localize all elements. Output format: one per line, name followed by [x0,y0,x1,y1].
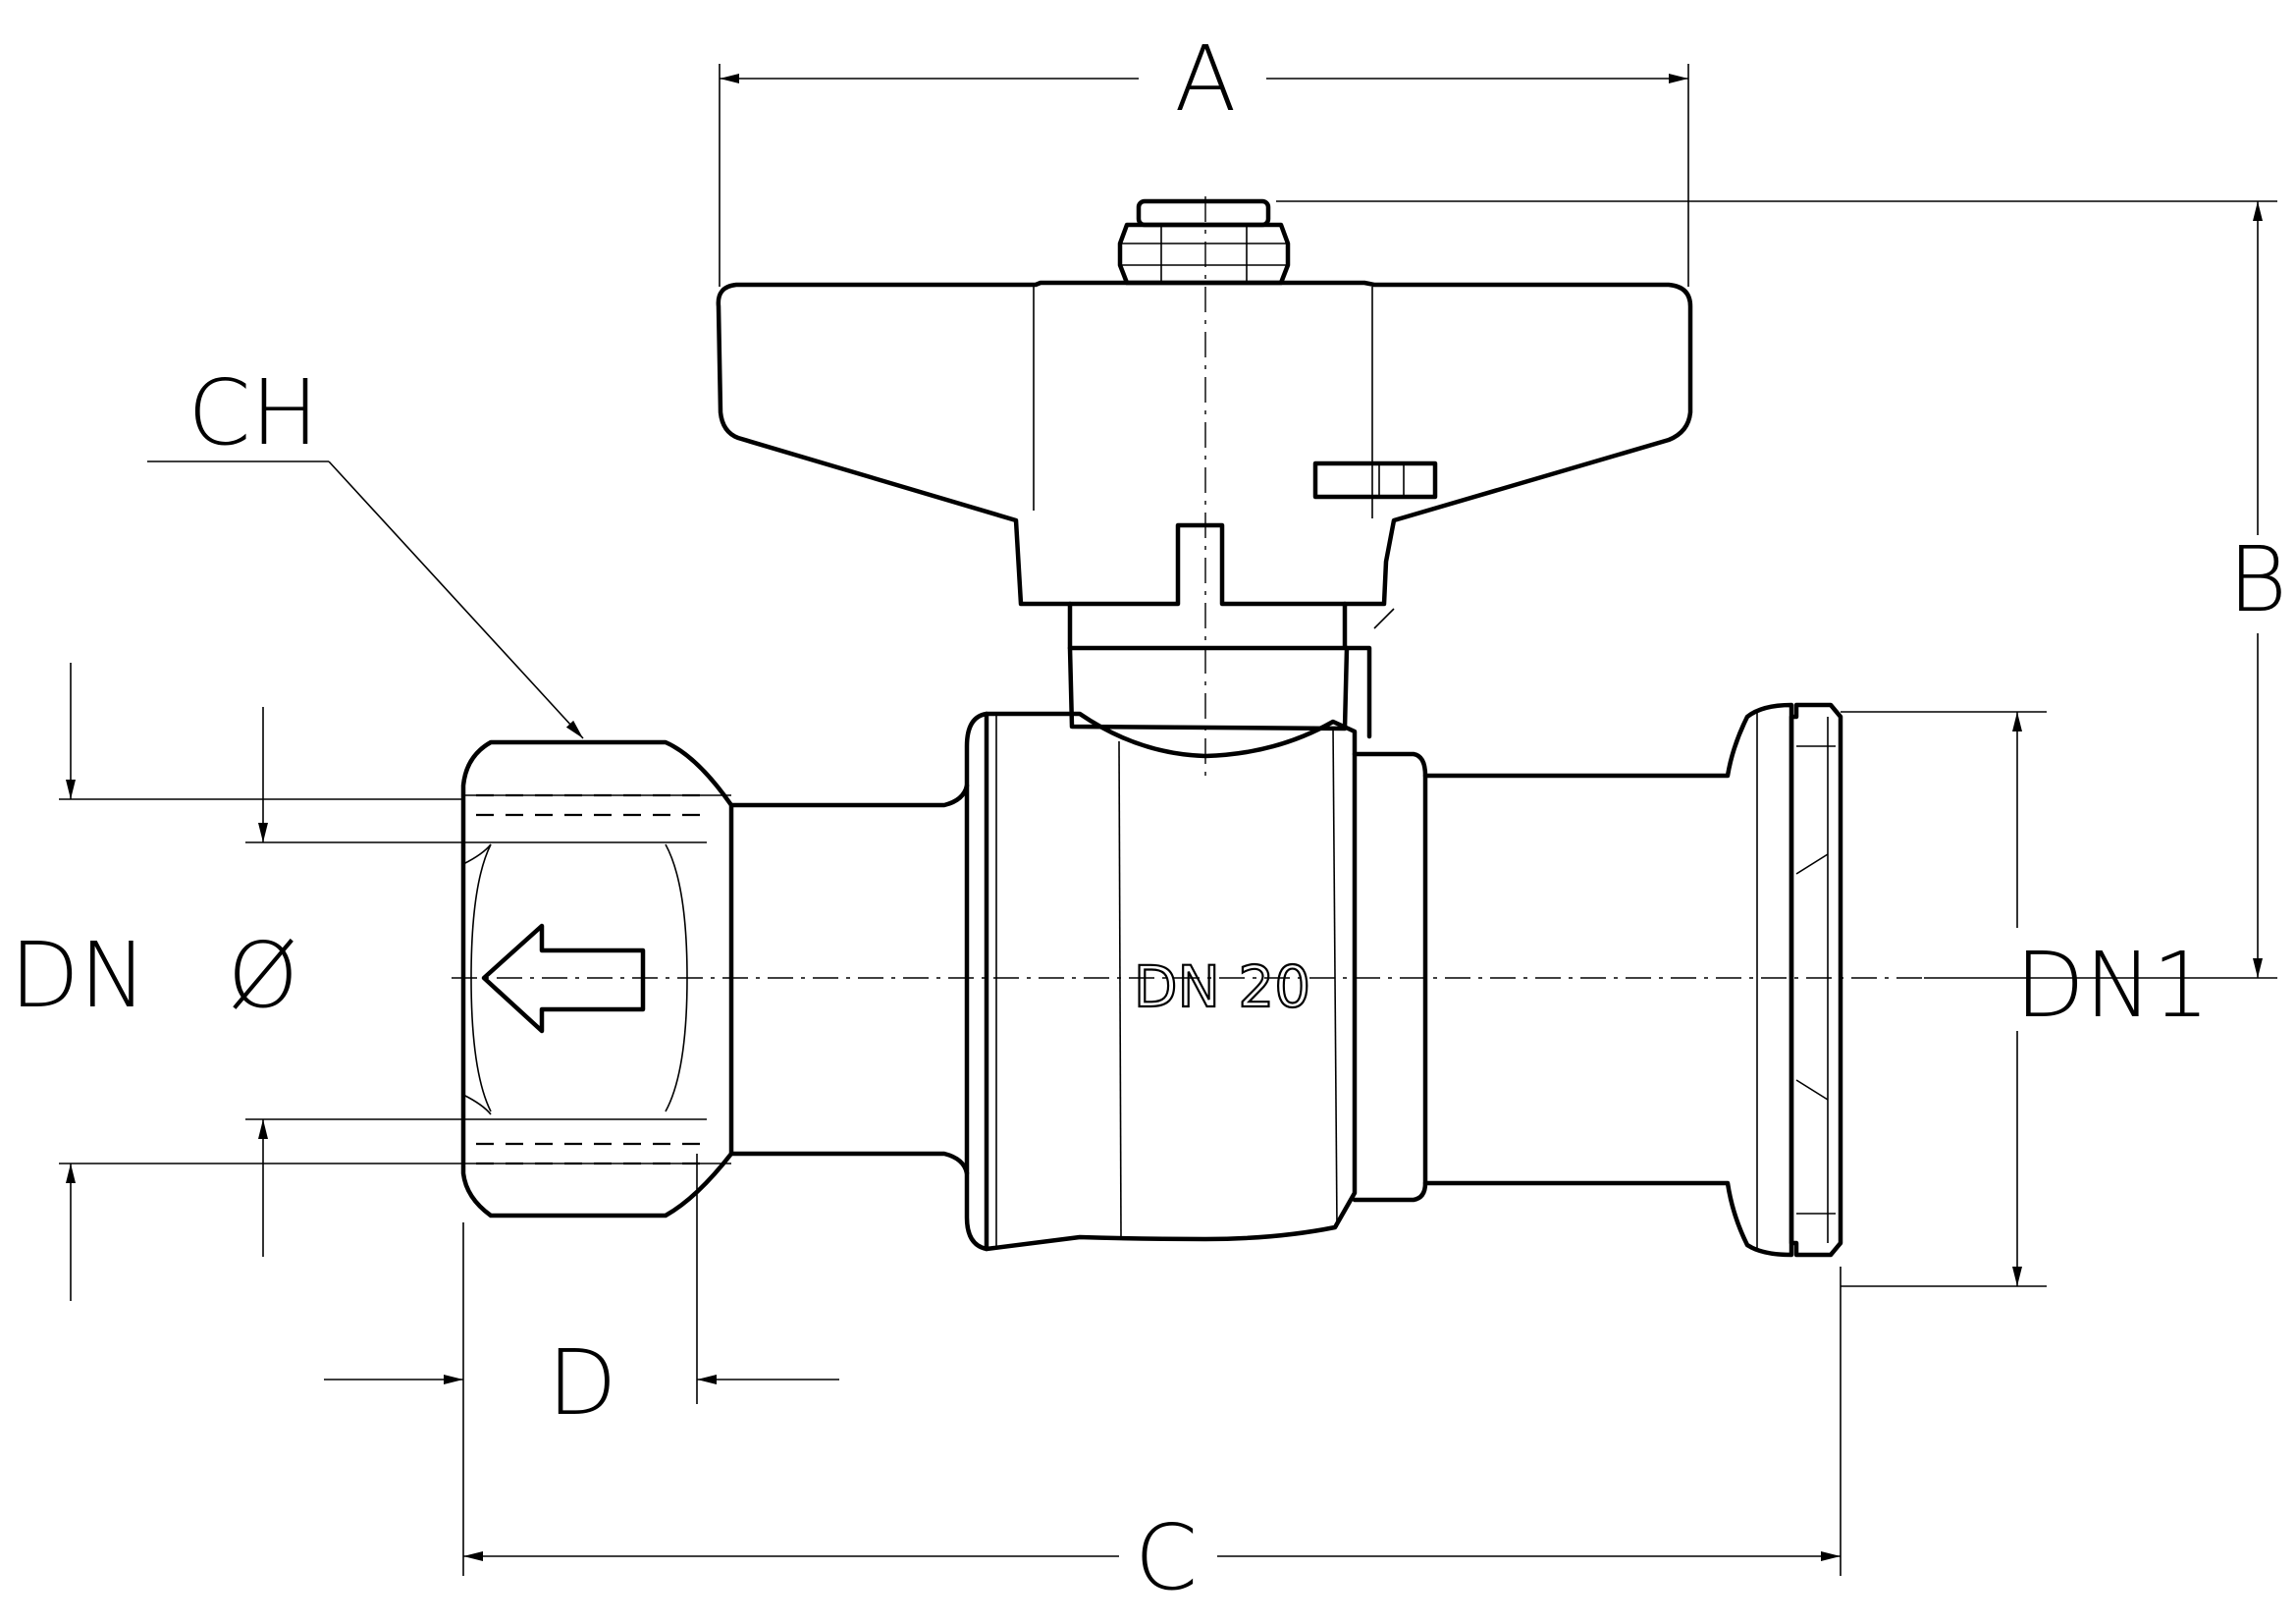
flow-arrow-icon [481,923,646,1034]
label-d: D [548,1330,617,1435]
label-dn: DN [10,923,147,1028]
body-left [728,783,970,1176]
dimension-labels: A B C D DN DN1 Ø CH [10,27,2287,1610]
center-lines [452,196,1924,979]
body-center [964,711,1358,1252]
valve-body [460,198,1843,1258]
body-right [1352,702,1794,1258]
label-b: B [2228,527,2287,632]
dimension-lines [59,64,2277,1576]
butterfly-handle [716,280,1693,607]
label-diameter: Ø [228,923,298,1028]
handle-nut [1117,198,1291,286]
body-marking: DN 20 [1134,953,1310,1020]
label-c: C [1135,1505,1198,1610]
label-dn1: DN1 [2015,933,2210,1038]
label-ch: CH [187,360,318,465]
label-a: A [1175,27,1237,132]
hex-union-nut [460,739,734,1218]
valve-stem [1067,601,1395,739]
flange [1789,702,1843,1258]
